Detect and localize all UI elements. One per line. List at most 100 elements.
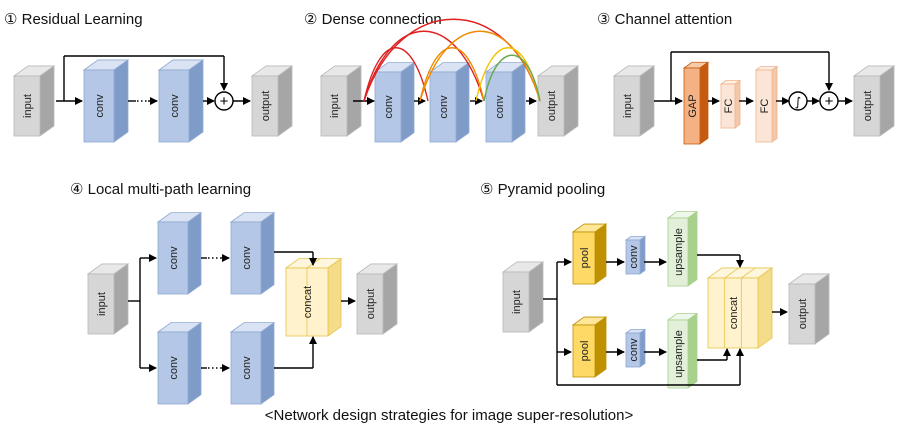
pyramid-title: ⑤ Pyramid pooling: [480, 181, 605, 198]
block-side-face: [260, 321, 275, 405]
block-front-face: [230, 331, 262, 405]
block-label: input: [22, 94, 34, 118]
block-side-face: [771, 65, 778, 143]
block-front-face: [502, 271, 530, 333]
multipath-conv-top-2: conv: [229, 211, 276, 295]
pyramid-pool-top: pool: [571, 223, 608, 285]
block-side-face: [113, 263, 129, 335]
multipath-title: ④ Local multi-path learning: [70, 181, 251, 198]
block-front-face: [429, 71, 457, 143]
block-front-face: [755, 69, 773, 143]
block-label: conv: [494, 95, 506, 119]
block-label: output: [797, 299, 809, 330]
block-front-face: [625, 332, 641, 368]
multipath-panel: input conv conv conv conv concat output: [86, 211, 399, 405]
block-label: pool: [579, 341, 591, 362]
pyramid-input-block: input: [501, 261, 545, 333]
residual-plus-symbol: +: [220, 93, 229, 110]
block-side-face: [594, 316, 607, 378]
block-side-face: [594, 223, 607, 285]
block-layer-divider: [724, 267, 739, 279]
block-side-face: [39, 65, 55, 137]
block-label: output: [365, 289, 377, 320]
residual-output-block: output: [250, 65, 294, 137]
block-front-face: [537, 75, 565, 137]
block-side-face: [734, 79, 741, 129]
block-side-face: [814, 273, 830, 345]
channel-plus-symbol: +: [825, 93, 834, 110]
multipath-output-block: output: [355, 263, 399, 335]
multipath-concat-block: concat: [284, 257, 343, 337]
block-front-face: [707, 277, 759, 349]
block-front-face: [572, 324, 596, 378]
block-label: upsample: [673, 228, 685, 276]
block-label: input: [329, 94, 341, 118]
channel-panel: input GAP FC FC output ∫ +: [612, 51, 896, 145]
block-front-face: [356, 273, 384, 335]
block-label: concat: [728, 297, 740, 329]
block-label: conv: [168, 356, 180, 380]
block-front-face: [230, 221, 262, 295]
block-side-face: [639, 235, 646, 275]
pyramid-conv-top: conv: [624, 235, 647, 275]
block-side-face: [382, 263, 398, 335]
pyramid-output-block: output: [787, 273, 831, 345]
dense-output-block: output: [536, 65, 580, 137]
block-label: input: [96, 292, 108, 316]
block-label: conv: [383, 95, 395, 119]
block-label: input: [511, 290, 523, 314]
dense-conv-block-3: conv: [484, 61, 527, 143]
residual-conv-block-1: conv: [82, 59, 130, 143]
block-side-face: [511, 61, 526, 143]
block-front-face: [572, 231, 596, 285]
residual-title: ① Residual Learning: [4, 11, 143, 28]
dense-arc-orange-1: [419, 47, 485, 102]
dense-conv-block-2: conv: [428, 61, 471, 143]
channel-output-block: output: [852, 65, 896, 137]
dense-arc-red-2: [363, 30, 485, 102]
dense-arc-orange-2: [419, 30, 541, 102]
block-label: input: [622, 94, 634, 118]
block-label: conv: [438, 95, 450, 119]
block-label: output: [260, 91, 272, 122]
block-front-face: [374, 71, 402, 143]
residual-input-block: input: [12, 65, 56, 137]
block-front-face: [683, 67, 701, 145]
block-label: GAP: [687, 94, 699, 117]
residual-conv-block-2: conv: [157, 59, 205, 143]
block-side-face: [757, 267, 773, 349]
channel-gap-block: GAP: [682, 61, 710, 145]
multipath-input-block: input: [86, 263, 130, 335]
block-label: upsample: [673, 330, 685, 378]
block-front-face: [251, 75, 279, 137]
multipath-conv-bottom-1: conv: [156, 321, 203, 405]
block-front-face: [83, 69, 115, 143]
dense-arc-red-1: [363, 47, 429, 102]
block-front-face: [667, 217, 689, 287]
dense-title: ② Dense connection: [304, 11, 442, 28]
pyramid-pool-bottom: pool: [571, 316, 608, 378]
block-label: conv: [168, 246, 180, 270]
block-side-face: [879, 65, 895, 137]
block-side-face: [639, 328, 646, 368]
block-front-face: [320, 75, 348, 137]
block-side-face: [277, 65, 293, 137]
block-side-face: [699, 61, 709, 145]
dense-input-block: input: [319, 65, 363, 137]
channel-fc-block-1: FC: [719, 79, 742, 129]
block-side-face: [639, 65, 655, 137]
block-front-face: [667, 319, 689, 389]
block-front-face: [625, 239, 641, 275]
block-side-face: [113, 59, 129, 143]
block-front-face: [157, 221, 189, 295]
pyramid-panel: input pool conv upsample pool conv upsam…: [501, 210, 831, 389]
block-side-face: [327, 257, 342, 337]
block-side-face: [687, 210, 698, 287]
dense-panel: input conv conv conv output: [319, 18, 580, 143]
block-front-face: [485, 71, 513, 143]
pyramid-concat-block: concat: [706, 267, 774, 349]
block-label: conv: [94, 94, 106, 118]
block-side-face: [187, 211, 202, 295]
pyramid-upsample-top: upsample: [666, 210, 699, 287]
